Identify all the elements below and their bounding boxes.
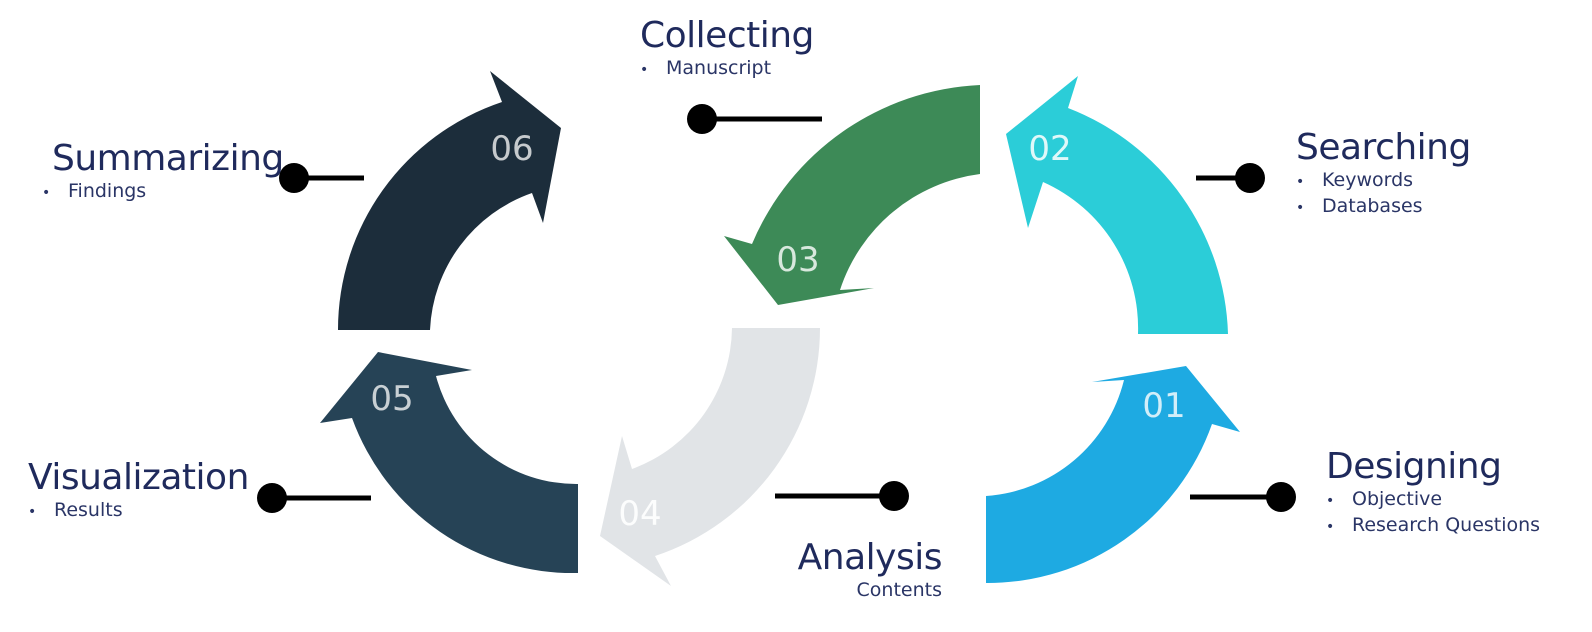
step-02-arrow: 02	[1006, 76, 1228, 334]
label-summarizing: Summarizing •Findings	[42, 138, 284, 205]
step-03-number: 03	[776, 240, 819, 280]
arrow-05-shape	[320, 352, 578, 574]
arrow-04-shape	[600, 328, 821, 586]
list-item: •Manuscript	[640, 57, 772, 79]
summarizing-title: Summarizing	[52, 138, 284, 179]
searching-title: Searching	[1296, 127, 1471, 168]
step-02-number: 02	[1028, 129, 1071, 169]
step-06-number: 06	[490, 129, 533, 169]
analysis-subtitle: Contents	[856, 579, 942, 601]
designing-items: •Objective •Research Questions	[1326, 487, 1540, 539]
label-analysis: Analysis Contents	[797, 537, 943, 602]
step-06-arrow: 06	[337, 71, 561, 330]
connector-visualization	[257, 483, 371, 513]
designing-title: Designing	[1326, 446, 1502, 487]
collecting-title: Collecting	[640, 15, 814, 56]
arrow-01-shape	[986, 366, 1240, 584]
analysis-title: Analysis	[797, 537, 943, 578]
label-visualization: Visualization •Results	[28, 458, 249, 524]
step-05-arrow: 05	[320, 352, 578, 574]
arrow-03-shape	[724, 85, 980, 305]
list-item: •Research Questions	[1326, 514, 1541, 536]
step-01-arrow: 01	[986, 366, 1240, 584]
step-01-number: 01	[1142, 386, 1185, 426]
step-05-number: 05	[370, 379, 413, 419]
searching-items: •Keywords •Databases	[1296, 168, 1471, 220]
label-designing: Designing •Objective •Research Questions	[1326, 447, 1540, 539]
list-item: •Objective	[1326, 488, 1443, 510]
arrow-06-shape	[337, 71, 561, 330]
label-searching: Searching •Keywords •Databases	[1296, 128, 1471, 220]
arrow-02-shape	[1006, 76, 1228, 334]
connector-summarizing	[279, 163, 364, 193]
summarizing-items: •Findings	[42, 179, 284, 205]
step-03-arrow: 03	[724, 85, 980, 305]
list-item: •Findings	[42, 180, 147, 202]
step-04-number: 04	[618, 494, 661, 534]
step-04-arrow: 04	[600, 328, 821, 586]
list-item: •Keywords	[1296, 169, 1414, 191]
list-item: •Results	[28, 499, 123, 521]
visualization-items: •Results	[28, 498, 249, 524]
connector-analysis	[775, 481, 909, 511]
list-item: •Databases	[1296, 195, 1423, 217]
connector-collecting	[687, 104, 822, 134]
connector-designing	[1190, 482, 1296, 512]
visualization-title: Visualization	[28, 457, 249, 498]
connector-searching	[1196, 163, 1265, 193]
collecting-items: •Manuscript	[640, 56, 814, 82]
label-collecting: Collecting •Manuscript	[640, 16, 814, 82]
